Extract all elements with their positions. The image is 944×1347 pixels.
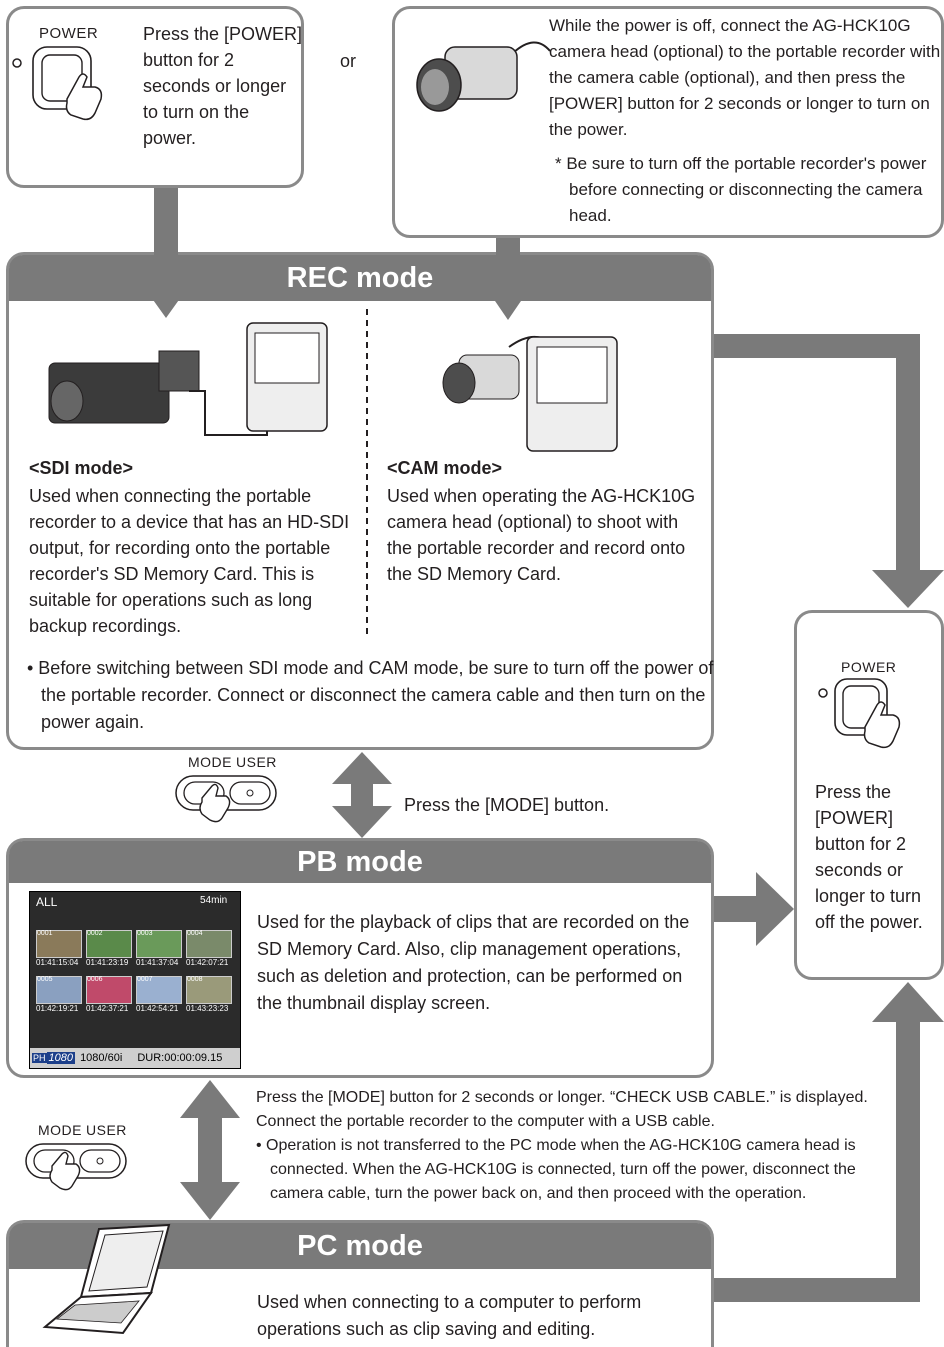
pc-mode-box: PC mode Used when connecting to a comput…	[6, 1220, 714, 1347]
sdi-mode-title: <SDI mode>	[29, 458, 134, 478]
clip-num: 0004	[187, 930, 203, 937]
thumb-dur: DUR:00:00:09.15	[137, 1052, 223, 1064]
thumb-clip[interactable]: 0007 01:42:54:21	[136, 976, 186, 1022]
thumb-battery-label: 54min	[200, 895, 228, 906]
clip-num: 0001	[37, 930, 53, 937]
power-off-button-icon	[818, 678, 901, 749]
cam-mode-title: <CAM mode>	[387, 458, 503, 478]
power-off-text: Press the [POWER] button for 2 seconds o…	[815, 782, 923, 932]
clip-tc: 01:42:37:21	[86, 1004, 129, 1013]
arrow-pb-pc-body	[198, 1116, 222, 1184]
camera-connect-box: While the power is off, connect the AG-H…	[392, 6, 944, 238]
arrow-pb-to-poweroff-head	[756, 872, 794, 946]
mode-button-icon-2	[25, 1143, 127, 1191]
thumb-all-label: ALL	[36, 895, 58, 909]
arrow-rec-to-poweroff-head	[872, 570, 944, 608]
camera-connect-text: While the power is off, connect the AG-H…	[549, 16, 941, 139]
thumbnail-screen: ALL 54min 0001 01:41:15:04 0002 01:41:23:1…	[29, 891, 241, 1069]
clip-num: 0008	[187, 976, 203, 983]
rec-mode-box: REC mode <SDI mode> Used when connecting…	[6, 252, 714, 750]
power-on-box: POWER Press the [POWER] button for 2 sec…	[6, 6, 304, 188]
thumb-clip[interactable]: 0005 01:42:19:21	[36, 976, 86, 1022]
pb-mode-text: Used for the playback of clips that are …	[257, 912, 690, 1013]
thumb-clip[interactable]: 0008 01:43:23:23	[186, 976, 236, 1022]
arrow-pb-pc-down	[180, 1182, 240, 1220]
clip-num: 0005	[37, 976, 53, 983]
power-button-icon	[12, 46, 103, 121]
clip-tc: 01:41:23:19	[86, 958, 129, 967]
rec-mode-title: REC mode	[9, 255, 711, 301]
arrow-rec-to-poweroff-v	[896, 334, 920, 572]
clip-tc: 01:41:37:04	[136, 958, 179, 967]
user-label-2: USER	[86, 1122, 127, 1138]
arrow-rec-pb-down	[332, 806, 392, 838]
arrow-rec-pb-body	[351, 782, 373, 808]
thumb-grid: 0001 01:41:15:04 0002 01:41:23:19 0003 01:4…	[36, 930, 236, 1022]
cam-mode-text: Used when operating the AG-HCK10G camera…	[387, 486, 696, 584]
pc-mode-text: Used when connecting to a computer to pe…	[257, 1292, 642, 1339]
laptop-icon	[42, 1223, 171, 1335]
arrow-pb-pc-up	[180, 1080, 240, 1118]
arrow-pc-to-poweroff-head	[872, 982, 944, 1022]
mode-label-2: MODE	[38, 1122, 82, 1138]
mode-caption-2: Press the [MODE] button for 2 seconds or…	[256, 1089, 868, 1130]
arrow-pc-to-poweroff-v	[896, 1020, 920, 1302]
pb-mode-title: PB mode	[9, 841, 711, 883]
mode-bullet-2: • Operation is not transferred to the PC…	[256, 1137, 856, 1202]
or-label: or	[340, 51, 357, 71]
thumb-clip[interactable]: 0006 01:42:37:21	[86, 976, 136, 1022]
sdi-mode-text: Used when connecting the portable record…	[29, 486, 350, 636]
power-off-label: POWER	[841, 659, 897, 675]
clip-tc: 01:42:19:21	[36, 1004, 79, 1013]
arrow-rec-to-poweroff-h	[714, 334, 920, 358]
thumb-clip[interactable]: 0002 01:41:23:19	[86, 930, 136, 976]
pb-mode-box: PB mode ALL 54min 0001 01:41:15:04 0002 01…	[6, 838, 714, 1078]
clip-num: 0007	[137, 976, 153, 983]
arrow-rec-pb-up	[332, 752, 392, 784]
rec-mode-bullet: • Before switching between SDI mode and …	[27, 658, 714, 732]
power-on-text: Press the [POWER] button for 2 seconds o…	[143, 24, 303, 148]
clip-num: 0002	[87, 930, 103, 937]
divider-dotted-line	[366, 309, 368, 639]
clip-num: 0006	[87, 976, 103, 983]
thumb-format: 1080/60i	[80, 1052, 123, 1064]
thumb-clip[interactable]: 0003 01:41:37:04	[136, 930, 186, 976]
thumb-clip[interactable]: 0004 01:42:07:21	[186, 930, 236, 976]
clip-tc: 01:42:07:21	[186, 958, 229, 967]
thumb-res: 1080	[46, 1052, 75, 1064]
clip-tc: 01:41:15:04	[36, 958, 79, 967]
thumb-clip[interactable]: 0001 01:41:15:04	[36, 930, 86, 976]
power-label: POWER	[39, 25, 99, 42]
clip-tc: 01:43:23:23	[186, 1004, 229, 1013]
clip-tc: 01:42:54:21	[136, 1004, 179, 1013]
mode-caption-1: Press the [MODE] button.	[404, 795, 610, 815]
arrow-pc-to-poweroff-h	[714, 1278, 920, 1302]
mode-button-icon-1	[175, 775, 277, 823]
camera-head-icon	[416, 41, 551, 112]
user-label-1: USER	[236, 754, 277, 770]
power-off-box: POWER Press the [POWER] button for 2 sec…	[794, 610, 944, 980]
clip-num: 0003	[137, 930, 153, 937]
camera-connect-note: * Be sure to turn off the portable recor…	[555, 154, 927, 225]
sdi-setup-illustration	[48, 322, 328, 436]
arrow-pb-to-poweroff	[714, 896, 758, 922]
thumb-ph: PH	[32, 1053, 47, 1063]
mode-label-1: MODE	[188, 754, 232, 770]
cam-setup-illustration	[442, 336, 618, 452]
